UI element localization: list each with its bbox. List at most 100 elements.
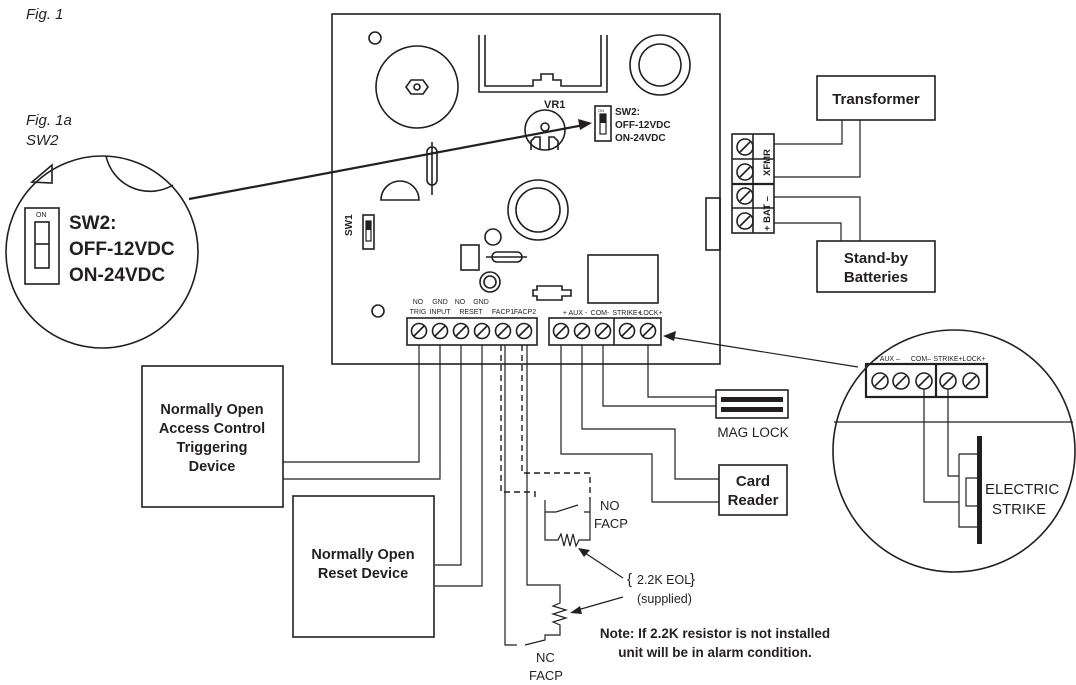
fig1a-sub-label: SW2 (26, 132, 59, 149)
batteries-box (816, 240, 936, 293)
no-facp-label-2: FACP (594, 516, 628, 531)
detail-terminal-label: COM– (911, 356, 931, 363)
power-wires (774, 120, 861, 241)
input-wires (282, 345, 483, 587)
nc-facp-contact (524, 600, 569, 646)
detail-terminal-label: + AUX – (874, 356, 900, 363)
screw-terminal-trig[interactable] (410, 322, 428, 340)
card-reader-label-2: Reader (728, 492, 779, 509)
no-facp-label-1: NO (600, 498, 620, 513)
vr1-label: VR1 (544, 99, 565, 111)
terminal-label: FACP1 (492, 309, 514, 316)
facp1-dashed-wire (500, 345, 536, 500)
mounting-hole (371, 304, 385, 318)
sw1-label: SW1 (344, 214, 355, 236)
detail-screw-aux-plus[interactable] (871, 372, 889, 390)
sw2-detail-off: OFF-12VDC (69, 239, 175, 260)
terminal-label: STRIKE+ (612, 310, 641, 317)
facp1-wire (504, 345, 517, 646)
screw-terminal[interactable] (736, 212, 754, 230)
note-line-2: unit will be in alarm condition. (618, 645, 812, 660)
screw-terminal-aux-plus[interactable] (552, 322, 570, 340)
sw2-on-text: ON-24VDC (615, 133, 666, 144)
detail-screw-aux-minus[interactable] (892, 372, 910, 390)
reset-label-1: Normally Open (311, 547, 414, 563)
vr1-potentiometer[interactable] (524, 109, 566, 151)
component-dome (380, 180, 420, 201)
sw2-title: SW2: (615, 107, 640, 118)
terminal-label: TRIG (410, 309, 427, 316)
terminal-label: INPUT (430, 309, 452, 316)
eol-label-2: (supplied) (637, 592, 692, 606)
sw2-off-text: OFF-12VDC (615, 120, 671, 131)
sw2-detail: ON SW2: OFF-12VDC ON-24VDC (5, 155, 199, 349)
screw-terminal-input[interactable] (431, 322, 449, 340)
trigger-label-2: Access Control (159, 421, 265, 437)
screw-terminal-reset-gnd[interactable] (473, 322, 491, 340)
terminal-label: RESET (459, 309, 483, 316)
sw2-on-mark: ON (598, 108, 604, 113)
sw2-dip-switch[interactable] (594, 105, 612, 142)
facp2-wire (526, 345, 561, 600)
capacitor-ring (629, 34, 691, 96)
brace-right: } (690, 571, 695, 588)
transformer-label: Transformer (832, 91, 920, 108)
strike-plate (977, 436, 982, 544)
detail-screw-strike[interactable] (939, 372, 957, 390)
bat-label: + BAT – (762, 196, 773, 231)
sw2-pointer-line (188, 123, 585, 201)
trigger-label-3: Triggering (177, 440, 248, 456)
heatsink-bracket (478, 35, 608, 93)
trigger-label-1: Normally Open (160, 402, 263, 418)
card-reader-label-1: Card (736, 473, 770, 490)
detail-pointer-line (669, 336, 859, 368)
sw2-detail-on-mark: ON (36, 212, 47, 219)
detail-screw-com[interactable] (915, 372, 933, 390)
no-facp-contact (544, 500, 591, 548)
screw-terminal-strike[interactable] (618, 322, 636, 340)
transformer-core (375, 45, 459, 129)
output-terminal-block: + AUX - COM- STRIKE+ LOCK+ (548, 310, 663, 346)
transformer-box (816, 75, 936, 121)
mounting-hole (368, 31, 382, 45)
mag-lock-label: MAG LOCK (717, 425, 788, 440)
nc-facp-label-2: FACP (529, 668, 563, 683)
input-terminal-block: NO GND NO GND TRIG INPUT RESET FACP1 FAC… (406, 299, 538, 346)
screw-terminal-aux-minus[interactable] (573, 322, 591, 340)
screw-terminal-facp2[interactable] (515, 322, 533, 340)
sw2-detail-title: SW2: (69, 213, 117, 234)
brace-left: { (627, 571, 632, 588)
reset-device (292, 495, 435, 638)
fig1a-label: Fig. 1a (26, 112, 72, 129)
screw-terminal[interactable] (736, 138, 754, 156)
xfmr-label: XFMR (762, 149, 773, 176)
terminal-label: LOCK+ (639, 310, 662, 317)
reset-label-2: Reset Device (318, 566, 408, 582)
mag-lock (715, 389, 789, 419)
electric-strike-detail: + AUX – COM– STRIKE+ LOCK+ ELECTRIC STRI… (832, 329, 1076, 573)
terminal-top-label: NO (455, 299, 466, 306)
fig1-label: Fig. 1 (26, 6, 64, 23)
power-supply-board: VR1 ON SW2: OFF-12VDC ON-24VDC SW1 (331, 13, 721, 365)
terminal-top-label: NO (413, 299, 424, 306)
nc-facp-label-1: NC (536, 650, 555, 665)
batteries-label-2: Batteries (844, 269, 908, 286)
terminal-label: COM- (591, 310, 610, 317)
detail-screw-lock[interactable] (962, 372, 980, 390)
detail-terminal-label: LOCK+ (962, 356, 985, 363)
sw1-dip-switch[interactable] (362, 214, 375, 250)
screw-terminal-lock[interactable] (639, 322, 657, 340)
screw-terminal[interactable] (736, 163, 754, 181)
terminal-label: FACP2 (514, 309, 536, 316)
output-wires (560, 345, 719, 503)
screw-terminal-reset-no[interactable] (452, 322, 470, 340)
screw-terminal-com[interactable] (594, 322, 612, 340)
screw-terminal[interactable] (736, 187, 754, 205)
trigger-label-4: Device (189, 459, 236, 475)
card-reader (718, 464, 788, 516)
sw2-detail-on: ON-24VDC (69, 265, 165, 286)
eol-arrow-1 (581, 550, 624, 579)
screw-terminal-facp1[interactable] (494, 322, 512, 340)
facp2-dashed-wire (521, 345, 591, 500)
